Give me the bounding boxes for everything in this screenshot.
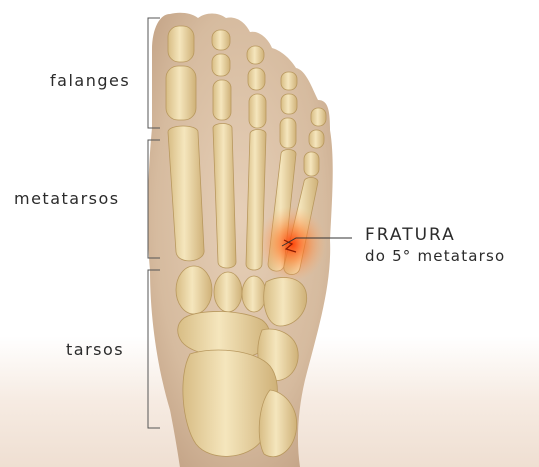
label-falanges: falanges bbox=[50, 71, 130, 90]
fracture-title: FRATURA bbox=[365, 225, 456, 245]
tarsal-bones bbox=[176, 266, 307, 457]
fracture-subtitle: do 5° metatarso bbox=[365, 247, 505, 265]
label-tarsos: tarsos bbox=[66, 340, 124, 359]
label-metatarsos: metatarsos bbox=[14, 189, 120, 208]
